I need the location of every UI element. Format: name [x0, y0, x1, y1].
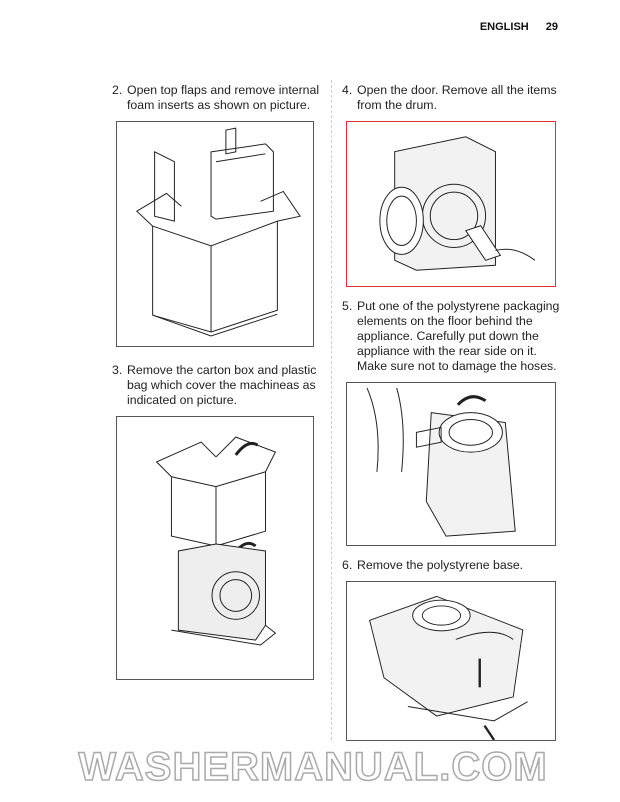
- step-4: 4. Open the door. Remove all the items f…: [342, 83, 568, 113]
- step-number: 3.: [112, 363, 123, 377]
- step-text: Remove the polystyrene base.: [357, 558, 524, 572]
- column-divider: [331, 80, 332, 740]
- page-header: ENGLISH 29: [480, 21, 558, 33]
- step-text: Open the door. Remove all the items from…: [357, 83, 557, 112]
- step-number: 5.: [342, 299, 353, 313]
- step-text: Remove the carton box and plastic bag wh…: [127, 363, 317, 407]
- right-column: 4. Open the door. Remove all the items f…: [342, 83, 568, 741]
- watermark: WASHERMANUAL.COM: [78, 744, 548, 790]
- figure-tilt-appliance: [346, 382, 556, 546]
- step-3: 3. Remove the carton box and plastic bag…: [112, 363, 326, 408]
- step-number: 4.: [342, 83, 353, 97]
- step-number: 2.: [112, 83, 123, 97]
- step-text: Put one of the polystyrene packaging ele…: [357, 299, 560, 373]
- page-number: 29: [545, 21, 558, 33]
- step-5: 5. Put one of the polystyrene packaging …: [342, 299, 568, 374]
- step-number: 6.: [342, 558, 353, 572]
- step-2: 2. Open top flaps and remove internal fo…: [112, 83, 326, 113]
- figure-open-door: [346, 121, 556, 287]
- figure-remove-base: [346, 581, 556, 741]
- figure-remove-carton: [116, 416, 314, 680]
- left-column: 2. Open top flaps and remove internal fo…: [112, 83, 326, 680]
- figure-open-flaps: [116, 121, 314, 347]
- language-label: ENGLISH: [479, 21, 529, 33]
- step-text: Open top flaps and remove internal foam …: [127, 83, 320, 112]
- step-6: 6. Remove the polystyrene base.: [342, 558, 568, 573]
